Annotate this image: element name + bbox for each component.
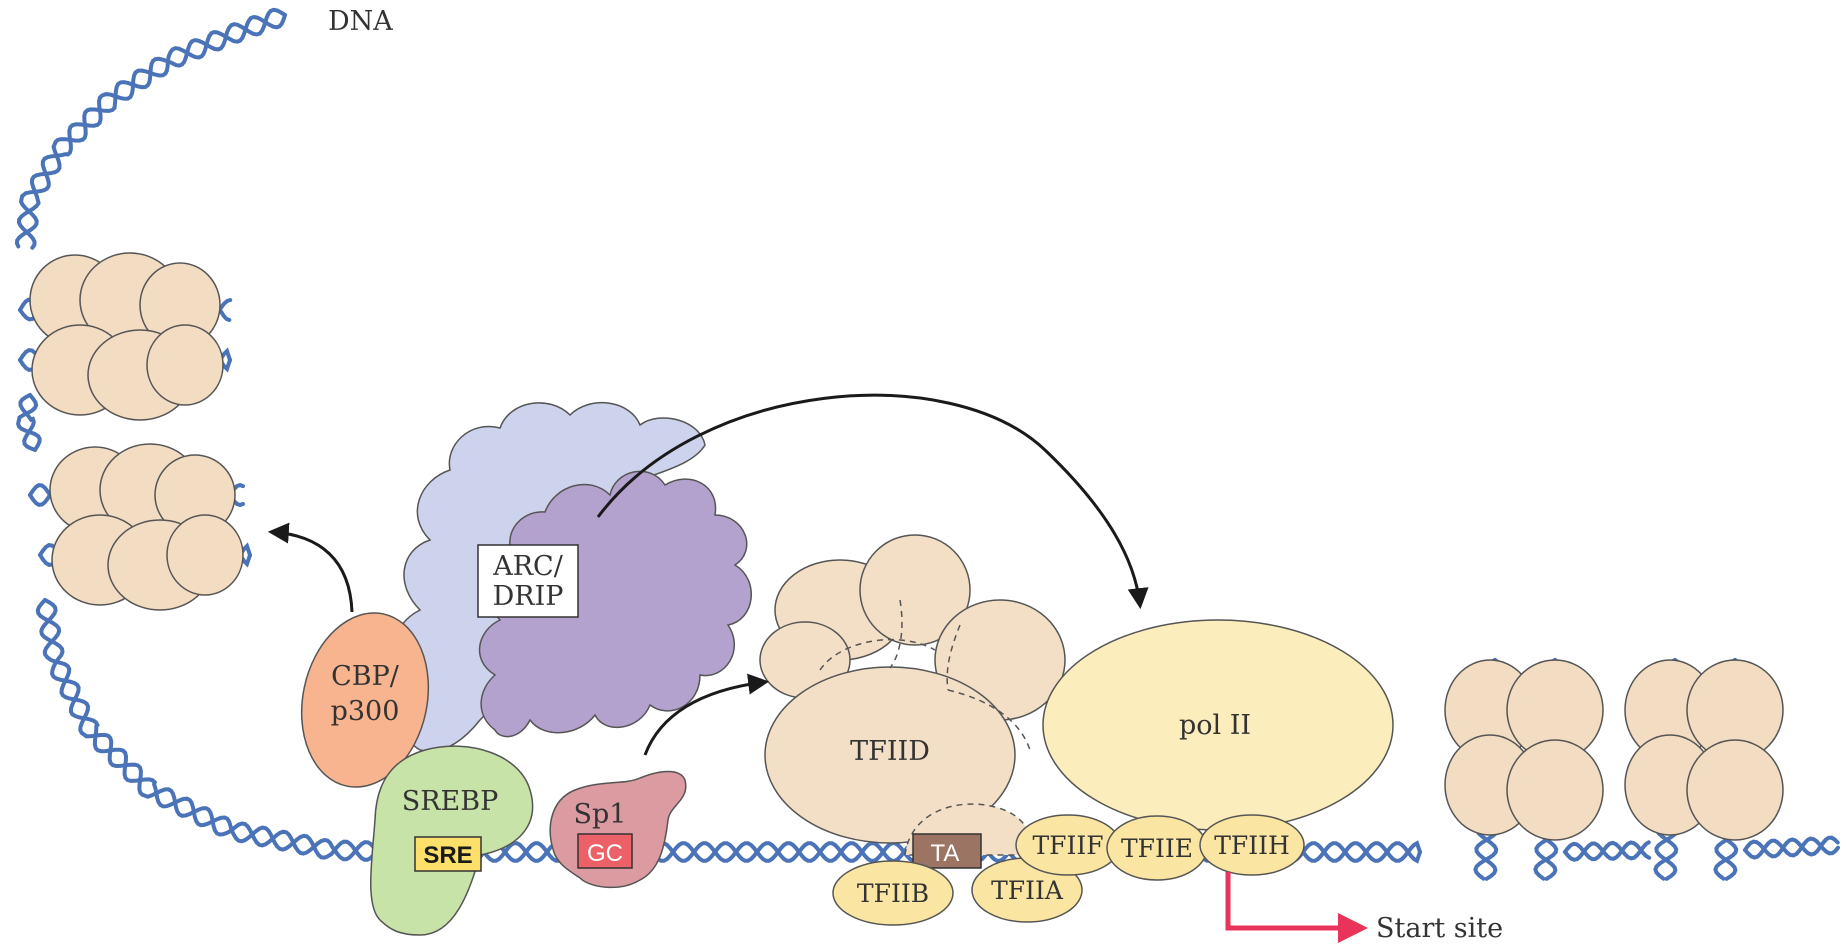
- nucleosome-left-upper: [29, 252, 224, 421]
- dna-linker-left-strand-2: [16, 393, 42, 452]
- gc-label: GC: [587, 840, 623, 867]
- dna-linker-right-strand-2: [1563, 840, 1651, 862]
- gc-element-box: [577, 833, 633, 869]
- nucleosome-right-1: [1444, 659, 1604, 841]
- dna-lower-curve-strand-2: [39, 598, 400, 862]
- srebp-label: SREBP: [402, 786, 499, 817]
- tata-label: TA: [931, 840, 960, 867]
- start-site-arrow: [1225, 872, 1368, 943]
- sre-label: SRE: [423, 842, 472, 869]
- tfiib-factor: [832, 860, 954, 926]
- tfiib-label: TFIIB: [857, 879, 929, 908]
- arc-drip-label-line2: DRIP: [493, 581, 564, 612]
- cbp-p300-protein: [300, 612, 430, 788]
- nucleosome-left-lower: [49, 443, 244, 611]
- tfiid-complex: [759, 534, 1066, 844]
- cbp-label-line2: p300: [331, 696, 400, 727]
- dna-right-end-strand-1: [1743, 836, 1840, 860]
- arrow-sp1-to-tfiid: [643, 673, 770, 756]
- arrow-cbp-to-nucleosome: [267, 522, 354, 613]
- sre-element-box: [414, 836, 482, 872]
- cbp-label-line1: CBP/: [331, 661, 400, 692]
- arc-drip-label-line1: ARC/: [492, 551, 563, 582]
- tata-element-box: [912, 833, 982, 869]
- arrow-arc-to-pol-ii: [596, 393, 1149, 610]
- dna-lower-curve-strand-1: [35, 598, 400, 863]
- nucleosome-right-2: [1624, 659, 1784, 841]
- arc-drip-label-box: [477, 544, 579, 618]
- start-site-label: Start site: [1376, 913, 1503, 944]
- tfiie-label: TFIIE: [1121, 834, 1193, 863]
- tfiih-factor: [1199, 814, 1305, 876]
- tfiif-label: TFIIF: [1032, 831, 1103, 860]
- tfiid-label: TFIID: [850, 736, 930, 767]
- sp1-label: Sp1: [574, 799, 627, 830]
- dna-linker-right-strand-1: [1563, 840, 1652, 862]
- dna-label: DNA: [328, 6, 393, 37]
- dna-linker-left-strand-1: [18, 393, 37, 452]
- dna-top-arc-strand-2: [14, 13, 287, 249]
- dna-right-end-strand-2: [1743, 835, 1840, 859]
- pol-ii-label: pol II: [1179, 710, 1251, 741]
- tfiia-label: TFIIA: [991, 876, 1064, 905]
- tfiih-label: TFIIH: [1214, 831, 1290, 860]
- dna-top-arc-strand-1: [16, 7, 287, 250]
